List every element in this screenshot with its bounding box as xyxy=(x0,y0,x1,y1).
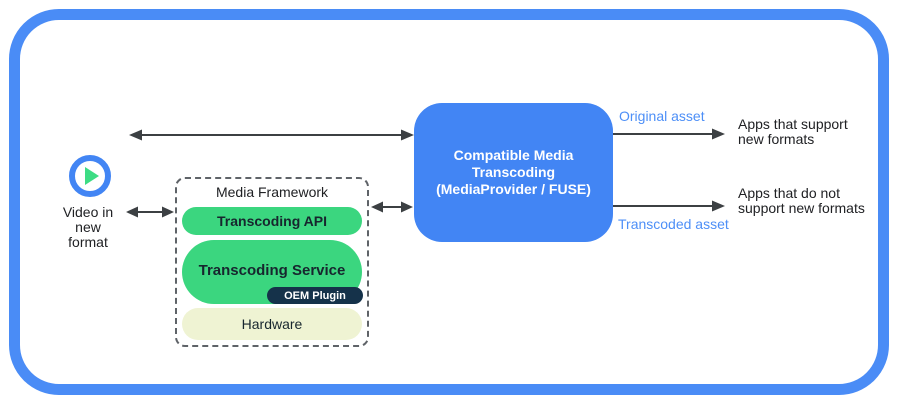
apps-support-label: Apps that support new formats xyxy=(738,116,848,147)
transcoded-asset-label: Transcoded asset xyxy=(618,216,729,232)
original-asset-arrow xyxy=(613,128,725,140)
video-to-framework-arrow xyxy=(126,206,174,218)
media-framework-box: Media Framework Transcoding API Transcod… xyxy=(175,177,369,347)
transcoded-asset-arrow xyxy=(613,200,725,212)
play-triangle-icon xyxy=(85,167,99,185)
hardware-pill: Hardware xyxy=(182,308,362,340)
video-source-label: Video in new format xyxy=(62,204,114,250)
apps-no-support-label: Apps that do not support new formats xyxy=(738,185,865,216)
compatible-media-transcoding-box: Compatible Media Transcoding (MediaProvi… xyxy=(414,103,613,242)
original-asset-label: Original asset xyxy=(619,108,705,124)
oem-plugin-pill: OEM Plugin xyxy=(267,287,363,304)
media-framework-title: Media Framework xyxy=(215,184,329,200)
play-circle-icon xyxy=(69,155,111,197)
diagram-frame xyxy=(9,9,889,395)
framework-to-transcoding-arrow xyxy=(371,201,413,213)
transcoding-api-pill: Transcoding API xyxy=(182,207,362,235)
video-to-transcoding-arrow xyxy=(129,129,414,141)
